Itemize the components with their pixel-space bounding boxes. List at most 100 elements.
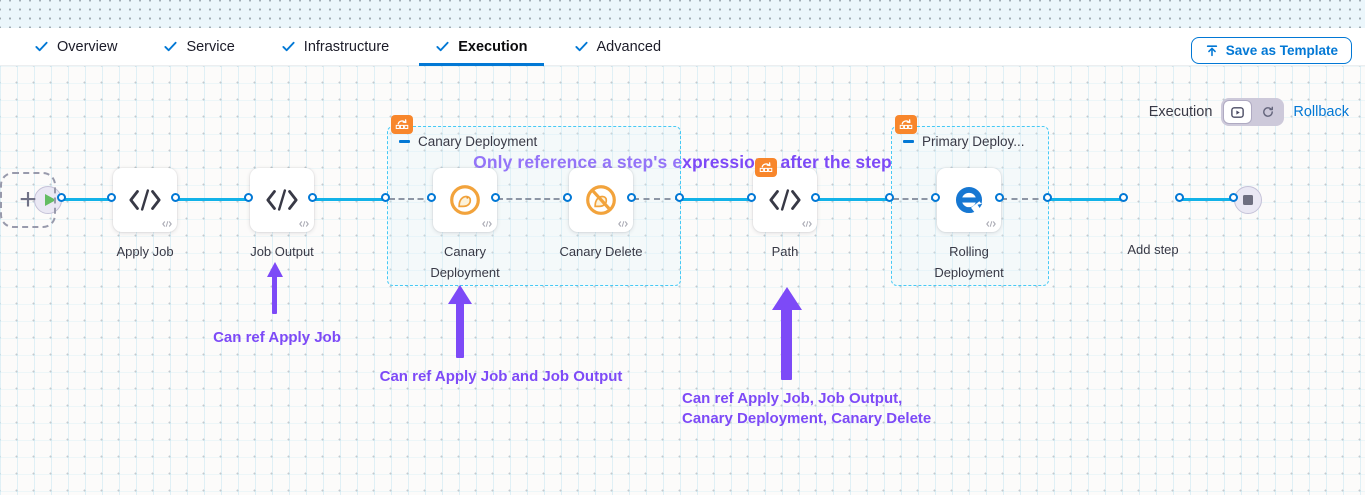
execution-mode-label: Execution <box>1148 104 1213 120</box>
execution-icon <box>1231 106 1245 118</box>
group-title: Primary Deploy... <box>922 134 1025 149</box>
mode-toggle[interactable] <box>1221 98 1285 126</box>
tab-infrastructure[interactable]: Infrastructure <box>265 28 405 65</box>
step-label-add-step: Add step <box>1127 242 1179 257</box>
connector-dashed <box>1001 198 1049 200</box>
step-label-canary-delete: Canary Delete <box>559 244 643 259</box>
group-header-primary[interactable]: Primary Deploy... <box>903 134 1025 149</box>
connector-port <box>1119 193 1128 202</box>
tab-label: Execution <box>458 38 528 55</box>
tab-label: Service <box>186 38 235 55</box>
connector-dashed <box>389 198 433 200</box>
connector-port <box>995 193 1004 202</box>
annotation-arrow-shaft <box>272 276 277 314</box>
tab-label: Infrastructure <box>303 38 390 55</box>
connector-port <box>747 193 756 202</box>
step-label-rolling-deployment: Rolling Deployment <box>934 244 1004 280</box>
connector <box>681 198 755 201</box>
canary-icon <box>450 185 480 215</box>
connector-port <box>107 193 116 202</box>
step-apply-job[interactable] <box>113 168 177 232</box>
group-header-canary[interactable]: Canary Deployment <box>399 134 537 149</box>
annotation-arrow-shaft <box>456 303 464 358</box>
pipeline-end-node <box>1234 186 1262 214</box>
collapse-icon[interactable] <box>903 140 914 143</box>
code-icon <box>129 189 161 211</box>
annotation-can-ref-apply-job: Can ref Apply Job <box>213 329 341 346</box>
connector-port <box>244 193 253 202</box>
rollback-link[interactable]: Rollback <box>1293 104 1349 120</box>
code-icon <box>769 189 801 211</box>
canary-delete-icon <box>586 185 616 215</box>
step-label-path: Path <box>771 244 799 259</box>
connector-port <box>491 193 500 202</box>
connector <box>177 198 252 201</box>
annotation-can-ref-four-steps: Can ref Apply Job, Job Output, Canary De… <box>682 390 932 428</box>
connector-port <box>811 193 820 202</box>
step-path[interactable] <box>753 158 817 232</box>
rolling-deployment-icon <box>955 186 984 214</box>
execution-rollback-switch: Execution Rollback <box>1149 98 1349 126</box>
add-step-button[interactable]: + <box>0 172 56 228</box>
connector-port <box>885 193 894 202</box>
play-icon <box>44 194 56 206</box>
tab-advanced[interactable]: Advanced <box>558 28 678 65</box>
step-canary-delete[interactable] <box>569 168 633 232</box>
tab-label: Advanced <box>596 38 662 55</box>
annotation-arrow-path <box>772 287 802 310</box>
tab-execution[interactable]: Execution <box>419 28 544 66</box>
pipeline-canvas: Only reference a step's expressions afte… <box>0 66 1365 495</box>
annotation-arrow-canary <box>448 285 472 304</box>
connector-port <box>675 193 684 202</box>
execution-mode-button[interactable] <box>1223 100 1253 124</box>
connector <box>314 198 389 201</box>
annotation-can-ref-apply-job-output: Can ref Apply Job and Job Output <box>379 368 623 385</box>
code-badge-icon <box>986 221 996 227</box>
rollback-icon <box>1263 106 1273 117</box>
stop-icon <box>1243 195 1253 205</box>
collapse-icon[interactable] <box>399 140 410 143</box>
code-badge-icon <box>162 221 172 227</box>
rollback-steps-badge-icon <box>755 158 777 177</box>
annotation-arrow-job-output <box>267 262 283 277</box>
connector <box>1049 198 1127 201</box>
check-icon <box>35 41 48 52</box>
connector-port <box>171 193 180 202</box>
save-as-template-button[interactable]: Save as Template <box>1190 37 1352 64</box>
connector-port <box>308 193 317 202</box>
step-rolling-deployment[interactable] <box>937 168 1001 232</box>
check-icon <box>436 41 449 52</box>
step-label-apply-job: Apply Job <box>116 244 174 259</box>
rollback-mode-button[interactable] <box>1253 100 1282 124</box>
upload-icon <box>1206 44 1217 56</box>
connector-dashed <box>633 198 681 200</box>
step-canary-deployment[interactable] <box>433 168 497 232</box>
connector-dashed <box>893 198 937 200</box>
connector-dashed <box>497 198 569 200</box>
code-badge-icon <box>482 221 492 227</box>
code-badge-icon <box>299 221 309 227</box>
group-title: Canary Deployment <box>418 134 538 149</box>
canvas-top-strip <box>0 0 1365 28</box>
connector-port <box>931 193 940 202</box>
connector-port <box>381 193 390 202</box>
connector-port <box>627 193 636 202</box>
step-job-output[interactable] <box>250 168 314 232</box>
check-icon <box>574 41 588 52</box>
rollback-steps-badge-icon <box>895 115 917 134</box>
tab-service[interactable]: Service <box>147 28 250 65</box>
connector-port <box>1229 193 1238 202</box>
stage-tab-bar: Overview Service Infrastructure Executio… <box>0 28 1365 66</box>
connector-port <box>427 193 436 202</box>
code-badge-icon <box>802 221 812 227</box>
rollback-steps-badge-icon <box>391 115 413 134</box>
tab-label: Overview <box>57 38 118 55</box>
connector <box>1181 198 1237 201</box>
connector-port <box>1043 193 1052 202</box>
tab-overview[interactable]: Overview <box>18 28 133 65</box>
step-label-canary-deployment: Canary Deployment <box>430 244 500 280</box>
connector-port <box>1175 193 1184 202</box>
annotation-headline: Only reference a step's expressions afte… <box>473 152 892 172</box>
code-badge-icon <box>618 221 628 227</box>
connector <box>817 198 893 201</box>
